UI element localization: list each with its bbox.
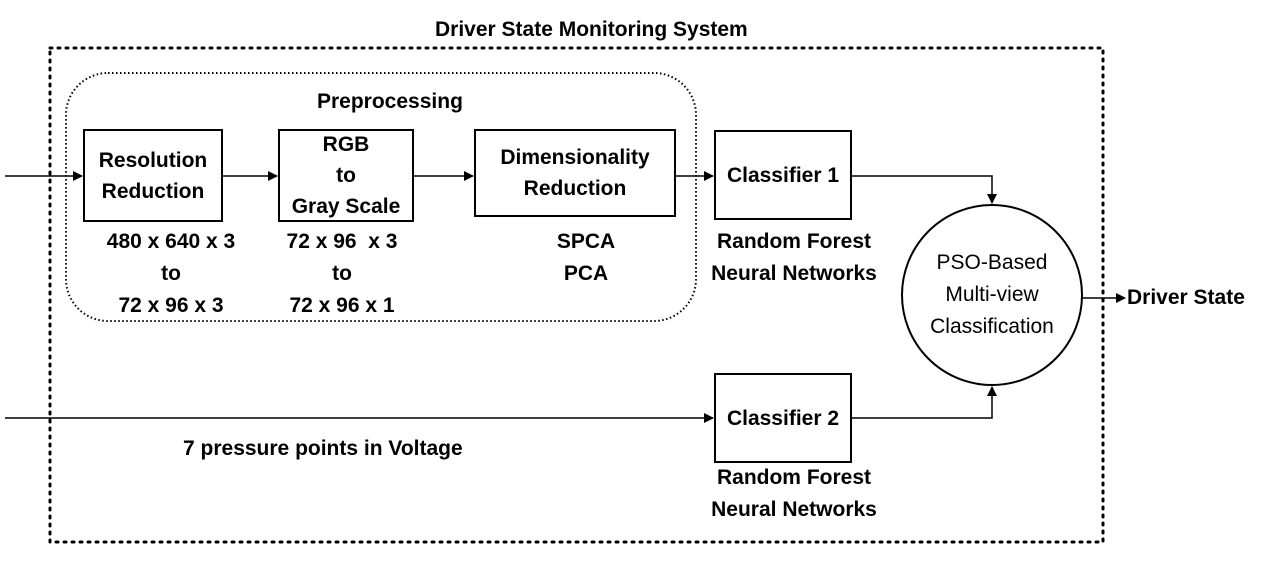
gray-caption-line-1: 72 x 96 x 3: [286, 230, 398, 253]
fusion-label: PSO-Based Multi-view Classification: [902, 205, 1082, 385]
resolution-label-line-1: Resolution: [98, 148, 208, 172]
classifier-1-label: Classifier 1: [726, 163, 840, 187]
classifier-1-caption-line-2: Neural Networks: [711, 262, 877, 285]
system-title: Driver State Monitoring System: [435, 18, 748, 41]
preprocessing-title: Preprocessing: [317, 90, 463, 113]
gray-label-line-1: RGB: [322, 133, 370, 156]
resolution-reduction-box: [83, 129, 223, 222]
classifier-2-caption: Random Forest Neural Networks: [694, 462, 894, 526]
dimred-caption-line-2: PCA: [563, 262, 609, 285]
pressure-input-label: 7 pressure points in Voltage: [183, 437, 463, 460]
fusion-line-2: Multi-view: [945, 283, 1039, 306]
preprocessing-group: [65, 72, 697, 322]
dimensionality-caption: SPCA PCA: [540, 226, 632, 290]
gray-caption-line-2: to: [332, 262, 352, 285]
resolution-label-line-2: Reduction: [101, 179, 205, 203]
fusion-line-3: Classification: [930, 315, 1054, 338]
gray-label-line-3: Gray Scale: [291, 195, 401, 218]
resolution-caption-line-3: 72 x 96 x 3: [118, 294, 224, 317]
dimensionality-reduction-label: Dimensionality Reduction: [475, 130, 675, 216]
driver-state-output-label: Driver State: [1127, 286, 1245, 309]
gray-scale-label: RGB to Gray Scale: [279, 130, 413, 221]
classifier-2-caption-line-2: Neural Networks: [711, 498, 877, 521]
fusion-line-1: PSO-Based: [936, 251, 1048, 274]
fusion-circle: [901, 204, 1083, 386]
classifier2-to-fusion-arrow: [851, 386, 997, 419]
classifier1-to-fusion-arrow: [851, 175, 997, 204]
classifier-2-caption-line-1: Random Forest: [716, 466, 871, 489]
system-boundary: [48, 46, 1105, 544]
classifier-2-label: Classifier 2: [726, 406, 840, 430]
resolution-caption-line-1: 480 x 640 x 3: [106, 230, 236, 253]
dimred-label-line-1: Dimensionality: [500, 146, 650, 169]
classifier-1-box: [714, 130, 852, 220]
dimensionality-reduction-box: [474, 129, 676, 217]
classifier-1-caption: Random Forest Neural Networks: [694, 226, 894, 290]
dimred-caption-line-1: SPCA: [556, 230, 616, 253]
gray-scale-box: [278, 129, 414, 222]
classifier-1-caption-line-1: Random Forest: [716, 230, 871, 253]
gray-label-line-2: to: [336, 164, 356, 187]
dimred-label-line-2: Reduction: [523, 177, 627, 200]
classifier-2-box: [714, 373, 852, 463]
resolution-reduction-label: Resolution Reduction: [84, 130, 222, 221]
gray-scale-caption: 72 x 96 x 3 to 72 x 96 x 1: [268, 226, 416, 322]
resolution-caption: 480 x 640 x 3 to 72 x 96 x 3: [92, 226, 250, 322]
resolution-caption-line-2: to: [161, 262, 181, 285]
gray-caption-line-3: 72 x 96 x 1: [289, 294, 395, 317]
